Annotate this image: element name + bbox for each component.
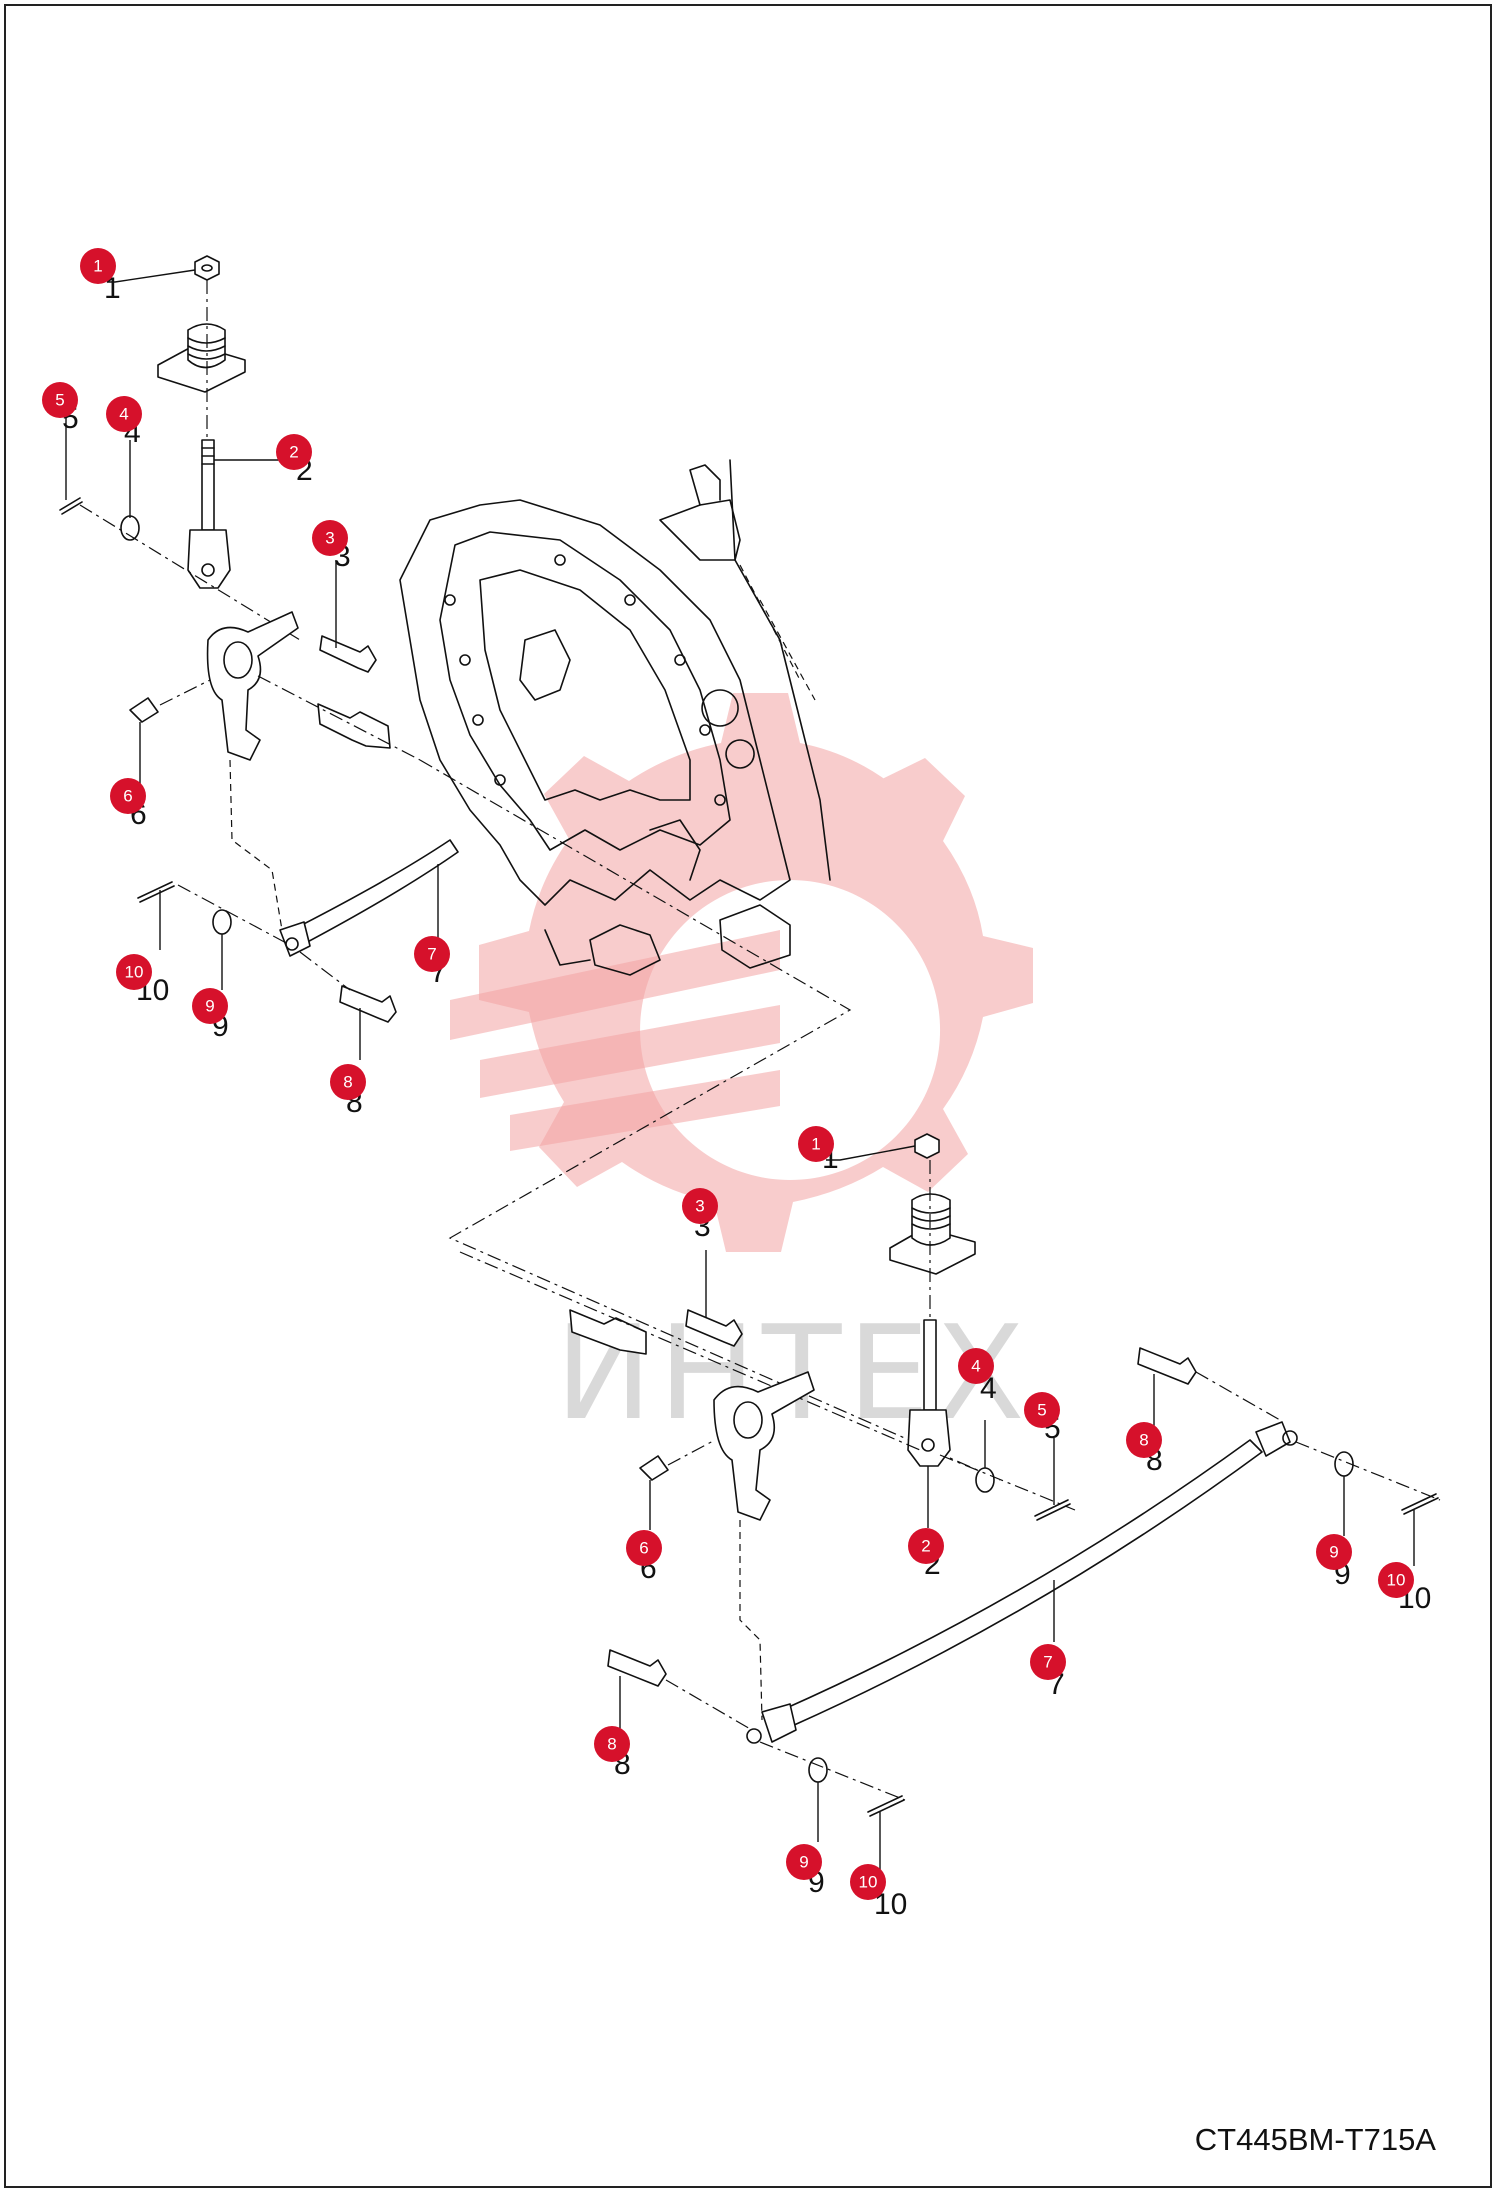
clevis-upper — [187, 529, 231, 589]
shift-lever-lower — [713, 1371, 815, 1521]
svg-text:1: 1 — [811, 1135, 820, 1154]
callout-badge-7[interactable]: 7 — [414, 936, 450, 972]
svg-text:3: 3 — [325, 529, 334, 548]
link-rod-upper — [291, 839, 459, 947]
svg-text:10: 10 — [125, 963, 144, 982]
nut-upper — [194, 255, 220, 281]
washer-upper — [120, 515, 140, 541]
cotter-pin-lower-left — [867, 1795, 905, 1817]
clevis-pin-lower-left — [607, 1649, 667, 1687]
lower-linkage-assembly — [459, 1133, 1441, 1817]
rod-end-clevis-lower-left — [761, 1703, 797, 1743]
leader-lines — [65, 269, 1415, 1878]
svg-text:8: 8 — [1139, 1431, 1148, 1450]
svg-text:9: 9 — [799, 1853, 808, 1872]
callout-badge-3-lower[interactable]: 3 — [682, 1188, 718, 1224]
transmission-housing — [399, 459, 831, 976]
clevis-lower — [907, 1409, 951, 1467]
svg-text:3: 3 — [695, 1197, 704, 1216]
callout-badge-5-lower[interactable]: 5 — [1024, 1392, 1060, 1428]
watermark-gear-logo — [450, 693, 1033, 1252]
svg-text:10: 10 — [859, 1873, 878, 1892]
rod-end-clevis-lower-right — [1255, 1421, 1291, 1457]
callout-badge-8[interactable]: 8 — [330, 1064, 366, 1100]
clevis-pin-lower-right — [1137, 1347, 1197, 1385]
watermark-text: ИНТЕХ — [555, 1297, 1031, 1449]
upper-linkage-assembly — [59, 255, 459, 1023]
svg-text:10: 10 — [1387, 1571, 1406, 1590]
svg-text:6: 6 — [123, 787, 132, 806]
callout-badge-10[interactable]: 10 — [116, 954, 152, 990]
svg-text:2: 2 — [289, 443, 298, 462]
link-rod-lower — [781, 1439, 1263, 1727]
svg-text:8: 8 — [607, 1735, 616, 1754]
cotter-pin-upper-rod — [137, 881, 175, 903]
svg-text:1: 1 — [93, 257, 102, 276]
figure-code: CT445BM-T715A — [1194, 2122, 1436, 2157]
svg-text:7: 7 — [427, 945, 436, 964]
svg-text:8: 8 — [343, 1073, 352, 1092]
adjusting-rod-lower — [923, 1319, 937, 1411]
assembly-centerline — [419, 759, 1001, 1481]
callout-badge-9-lower-right[interactable]: 9 — [1316, 1534, 1352, 1570]
grease-fitting-lower — [639, 1455, 669, 1481]
washer-lower-left — [808, 1757, 828, 1783]
clevis-pin-upper-rod — [339, 985, 397, 1023]
clevis-pin-upper — [319, 635, 377, 673]
svg-text:6: 6 — [639, 1539, 648, 1558]
svg-text:5: 5 — [1037, 1401, 1046, 1420]
callout-badge-8-lower-right[interactable]: 8 — [1126, 1422, 1162, 1458]
shift-lever-upper — [206, 611, 299, 761]
callout-badge-9[interactable]: 9 — [192, 988, 228, 1024]
callout-badge-9-lower-left[interactable]: 9 — [786, 1844, 822, 1880]
svg-text:9: 9 — [1329, 1543, 1338, 1562]
callout-badge-4[interactable]: 4 — [106, 396, 142, 432]
cotter-pin-upper — [59, 497, 83, 515]
callout-badge-1[interactable]: 1 — [80, 248, 116, 284]
callout-badge-6[interactable]: 6 — [110, 778, 146, 814]
callout-badge-6-lower[interactable]: 6 — [626, 1530, 662, 1566]
callout-badge-3[interactable]: 3 — [312, 520, 348, 556]
callout-badge-2[interactable]: 2 — [276, 434, 312, 470]
callout-badge-2-lower[interactable]: 2 — [908, 1528, 944, 1564]
clevis-pin-lower — [685, 1309, 743, 1347]
svg-text:2: 2 — [921, 1537, 930, 1556]
shaft-connector-lower — [569, 1309, 647, 1355]
callout-badge-7-lower[interactable]: 7 — [1030, 1644, 1066, 1680]
svg-text:4: 4 — [119, 405, 128, 424]
callout-badge-10-lower-left[interactable]: 10 — [850, 1864, 886, 1900]
cotter-pin-lower — [1034, 1499, 1071, 1521]
callout-badge-1-lower[interactable]: 1 — [798, 1126, 834, 1162]
svg-text:9: 9 — [205, 997, 214, 1016]
washer-lower — [975, 1467, 995, 1493]
callout-badge-5[interactable]: 5 — [42, 382, 78, 418]
nut-lower — [914, 1133, 940, 1159]
adjusting-rod-upper — [201, 439, 215, 531]
callout-badge-4-lower[interactable]: 4 — [958, 1348, 994, 1384]
callout-badges: 1 2 3 4 5 6 7 10 9 8 1 2 3 4 5 6 7 8 8 9… — [42, 248, 1414, 1900]
grease-fitting-upper — [129, 697, 159, 723]
callout-badge-8-lower-left[interactable]: 8 — [594, 1726, 630, 1762]
callout-badge-10-lower-right[interactable]: 10 — [1378, 1562, 1414, 1598]
svg-text:7: 7 — [1043, 1653, 1052, 1672]
svg-text:4: 4 — [971, 1357, 980, 1376]
washer-upper-rod — [212, 909, 232, 935]
svg-text:5: 5 — [55, 391, 64, 410]
